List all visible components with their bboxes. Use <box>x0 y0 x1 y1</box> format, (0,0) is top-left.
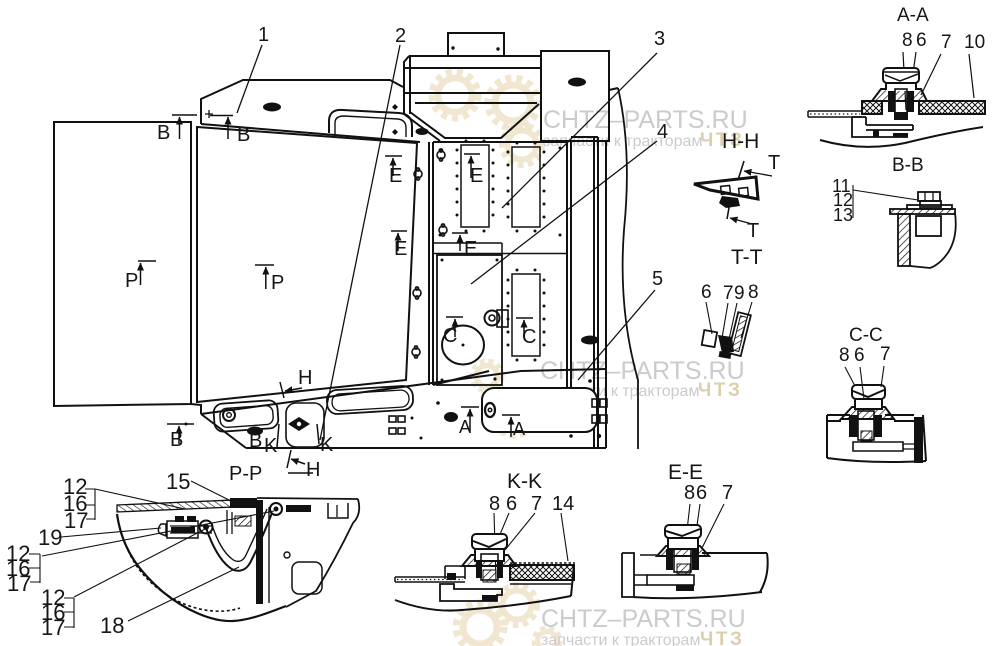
svg-text:C: C <box>522 326 536 348</box>
svg-text:B: B <box>170 429 183 451</box>
svg-text:B-B: B-B <box>892 155 924 176</box>
svg-text:8: 8 <box>748 282 759 303</box>
svg-text:H: H <box>298 367 312 389</box>
svg-text:7: 7 <box>722 482 733 504</box>
svg-text:7: 7 <box>941 32 952 53</box>
svg-text:B: B <box>249 430 262 452</box>
svg-text:E: E <box>470 165 483 187</box>
svg-text:16: 16 <box>63 491 87 516</box>
svg-text:12: 12 <box>63 474 87 499</box>
svg-text:5: 5 <box>652 268 663 290</box>
svg-text:7: 7 <box>723 283 734 304</box>
svg-text:16: 16 <box>41 600 65 625</box>
svg-text:7: 7 <box>880 344 891 365</box>
svg-text:K: K <box>320 434 334 456</box>
svg-text:16: 16 <box>6 556 30 581</box>
svg-text:T: T <box>768 152 780 174</box>
svg-text:13: 13 <box>833 205 853 225</box>
svg-text:2: 2 <box>395 25 406 47</box>
svg-text:6: 6 <box>506 493 517 515</box>
svg-text:8: 8 <box>684 482 695 504</box>
svg-text:17: 17 <box>41 615 65 640</box>
svg-text:B: B <box>237 124 250 146</box>
svg-text:6: 6 <box>701 282 712 303</box>
svg-text:C-C: C-C <box>849 325 883 346</box>
svg-text:E-E: E-E <box>668 461 703 484</box>
svg-text:K: K <box>264 435 278 457</box>
svg-text:12: 12 <box>41 585 65 610</box>
svg-text:P: P <box>125 270 138 292</box>
svg-text:10: 10 <box>964 32 985 53</box>
svg-text:H-H: H-H <box>722 130 759 153</box>
svg-text:ЧТЗ: ЧТЗ <box>698 380 742 401</box>
svg-text:ЧТЗ: ЧТЗ <box>700 629 744 646</box>
svg-text:CHTZ–PARTS.RU: CHTZ–PARTS.RU <box>541 605 746 633</box>
svg-text:18: 18 <box>100 613 124 638</box>
svg-text:CHTZ–PARTS.RU: CHTZ–PARTS.RU <box>543 106 748 134</box>
svg-text:H: H <box>306 459 320 481</box>
svg-text:E: E <box>394 238 407 260</box>
svg-text:3: 3 <box>654 28 665 50</box>
svg-text:B: B <box>157 122 170 144</box>
svg-text:ЧТЗ: ЧТЗ <box>700 130 744 151</box>
svg-text:K-K: K-K <box>507 470 542 493</box>
svg-text:4: 4 <box>657 121 668 143</box>
svg-text:6: 6 <box>696 482 707 504</box>
svg-text:12: 12 <box>833 190 853 210</box>
svg-text:17: 17 <box>64 508 88 533</box>
svg-text:запчасти к тракторам: запчасти к тракторам <box>541 632 700 646</box>
svg-text:11: 11 <box>832 176 851 196</box>
svg-text:A-A: A-A <box>897 5 929 26</box>
svg-text:8: 8 <box>839 345 850 366</box>
svg-text:T-T: T-T <box>731 246 763 269</box>
svg-text:8: 8 <box>902 30 913 51</box>
svg-text:E: E <box>464 238 477 260</box>
svg-text:P: P <box>271 272 284 294</box>
svg-text:T: T <box>747 220 759 242</box>
svg-text:1: 1 <box>258 24 269 46</box>
svg-text:7: 7 <box>531 493 542 515</box>
svg-text:P-P: P-P <box>229 463 262 485</box>
svg-text:6: 6 <box>854 345 865 366</box>
svg-text:6: 6 <box>916 30 927 51</box>
svg-text:8: 8 <box>489 493 500 515</box>
svg-text:A: A <box>459 417 471 437</box>
svg-text:9: 9 <box>734 283 745 304</box>
svg-text:17: 17 <box>7 571 31 596</box>
svg-text:C: C <box>443 325 457 347</box>
svg-text:A: A <box>513 419 525 439</box>
svg-text:15: 15 <box>166 469 190 494</box>
svg-text:19: 19 <box>38 525 62 550</box>
svg-text:12: 12 <box>6 541 30 566</box>
svg-text:E: E <box>389 165 402 187</box>
svg-text:14: 14 <box>552 493 574 515</box>
svg-text:CHTZ–PARTS.RU: CHTZ–PARTS.RU <box>540 357 745 385</box>
